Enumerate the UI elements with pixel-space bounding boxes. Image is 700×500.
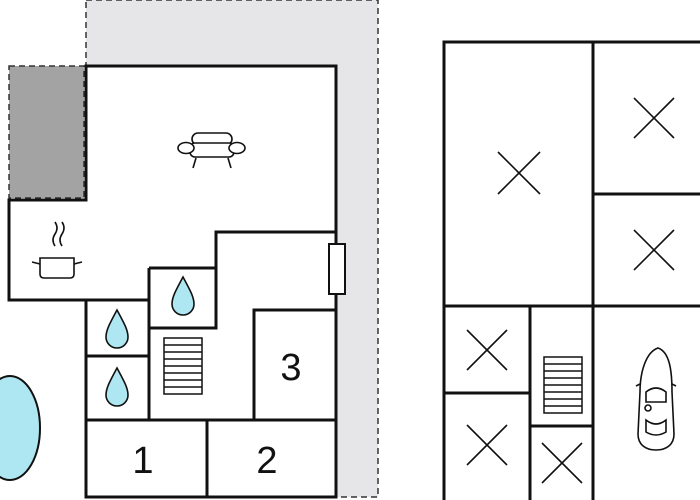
cross-mark-icon [497,151,541,195]
water-drop-icon [105,308,129,349]
upper-floor [442,40,700,500]
ground-floor [7,64,338,499]
wall-upper-bath-lower [147,268,218,330]
wall-room-3 [252,308,336,420]
window [328,243,346,295]
water-drop-icon [105,366,129,407]
stairs-icon [163,337,203,395]
cross-mark-icon [633,97,675,139]
room-label-2: 2 [256,440,277,482]
water-drop-icon [171,275,195,316]
cross-mark-icon [466,329,508,371]
car-icon [635,347,677,451]
cross-mark-icon [541,442,583,484]
cooking-pot-icon [31,221,83,279]
storage-block [8,65,85,199]
room-label-3: 3 [280,347,301,389]
cross-mark-icon [633,229,675,271]
upper-floor-outline [442,40,700,500]
stairs-icon [543,356,583,414]
cross-mark-icon [466,424,508,466]
sofa-icon [177,132,246,169]
wall-upper-bath [149,230,336,270]
pool [0,375,41,481]
room-label-1: 1 [132,440,153,482]
